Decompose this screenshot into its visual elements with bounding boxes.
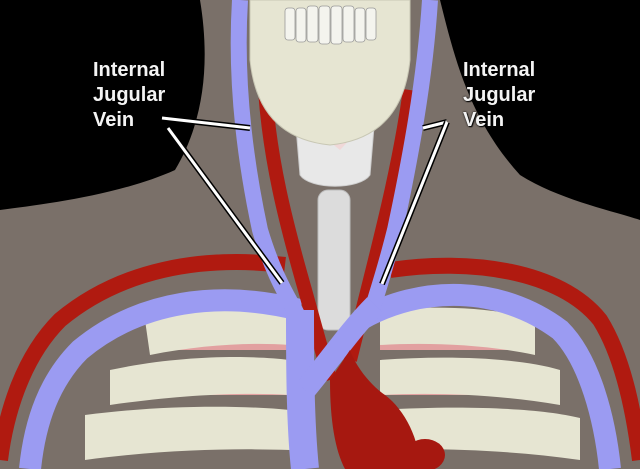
subclavian-artery-left: [0, 254, 286, 461]
aortic-arch: [330, 350, 420, 469]
ribs-right: [380, 307, 580, 460]
label-internal-jugular-vein-right: Internal Jugular Vein: [463, 58, 535, 133]
superior-vena-cava: [286, 309, 319, 469]
internal-jugular-vein-right: [364, 0, 438, 313]
label-internal-jugular-vein-left: Internal Jugular Vein: [93, 58, 165, 133]
brachiocephalic-vein-left: [296, 297, 383, 398]
trachea: [317, 189, 351, 331]
label-line: Jugular: [93, 84, 166, 106]
label-line: Jugular: [463, 84, 536, 106]
subclavian-artery-right: [388, 257, 640, 461]
label-line: Internal: [463, 59, 536, 81]
carotid-artery-left: [258, 89, 337, 382]
ribs-left: [85, 307, 290, 460]
carotid-artery-right: [343, 89, 417, 362]
subclavian-vein-left: [19, 289, 303, 469]
label-line: Vein: [93, 109, 135, 131]
leader-lines-right: [379, 119, 450, 286]
leader-lines-left: [161, 115, 285, 285]
internal-jugular-vein-left: [230, 0, 308, 324]
label-line: Internal: [93, 59, 166, 81]
subclavian-vein-right: [354, 283, 621, 469]
teeth: [284, 5, 377, 45]
label-line: Vein: [463, 109, 505, 131]
